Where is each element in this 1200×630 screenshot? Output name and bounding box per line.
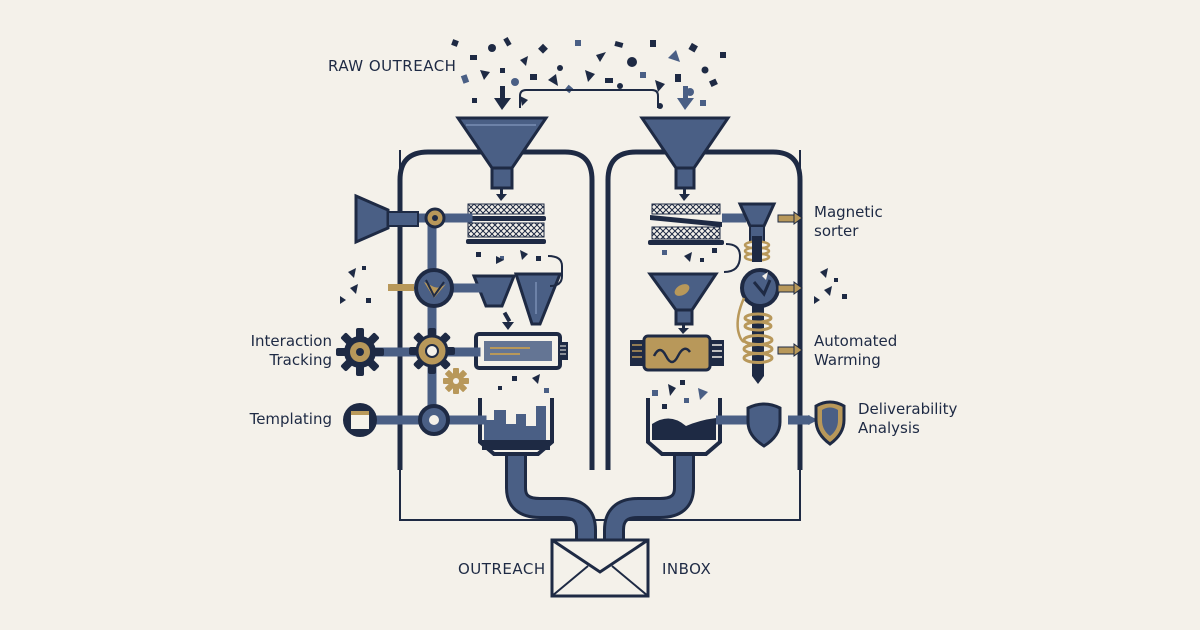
label-inbox: INBOX <box>662 560 712 578</box>
template-card-icon <box>474 332 568 370</box>
gear-icon <box>336 328 384 376</box>
raw-particles <box>451 37 726 109</box>
magnet-wheel-icon <box>740 268 780 308</box>
label-deliverability-analysis-line2: Analysis <box>858 419 920 437</box>
coil-icon <box>742 306 774 384</box>
megaphone-icon <box>354 193 419 245</box>
label-magnetic-sorter-line2: sorter <box>814 222 859 240</box>
label-automated-warming-line2: Warming <box>814 351 881 369</box>
label-magnetic-sorter-line1: Magnetic <box>814 203 883 221</box>
label-deliverability-analysis: Deliverability Analysis <box>858 400 957 438</box>
arrow-down-icon <box>494 86 511 110</box>
envelope-icon <box>550 538 650 598</box>
mesh-filter-icon <box>466 203 546 244</box>
templating-icon <box>343 403 377 437</box>
warming-cylinder-icon <box>630 334 724 372</box>
funnel-icon <box>647 272 719 326</box>
label-templating: Templating <box>249 410 332 428</box>
label-magnetic-sorter: Magnetic sorter <box>814 203 883 241</box>
shield-icon <box>746 402 782 448</box>
valve-icon <box>424 207 446 229</box>
gear-icon <box>443 368 469 394</box>
arrow-down-icon <box>677 86 694 110</box>
funnel-icon <box>455 116 549 190</box>
valve-icon <box>418 404 450 436</box>
pipework-right <box>716 213 810 425</box>
label-raw-outreach: RAW OUTREACH <box>328 57 457 75</box>
label-automated-warming-line1: Automated <box>814 332 898 350</box>
gear-icon <box>409 328 455 374</box>
outlet-pipes <box>505 456 695 568</box>
collector-bin <box>646 398 722 456</box>
shield-icon <box>814 400 846 446</box>
label-interaction-tracking: Interaction Tracking <box>220 332 332 370</box>
label-automated-warming: Automated Warming <box>814 332 897 370</box>
tracking-valve-icon <box>414 268 454 308</box>
collector-bin <box>478 398 554 456</box>
label-interaction-tracking-line1: Interaction <box>250 332 332 350</box>
label-interaction-tracking-line2: Tracking <box>269 351 332 369</box>
hopper-icon <box>471 272 563 326</box>
label-outreach: OUTREACH <box>458 560 546 578</box>
magnet-icon <box>737 202 777 243</box>
mesh-filter-icon <box>648 203 724 245</box>
label-deliverability-analysis-line1: Deliverability <box>858 400 958 418</box>
